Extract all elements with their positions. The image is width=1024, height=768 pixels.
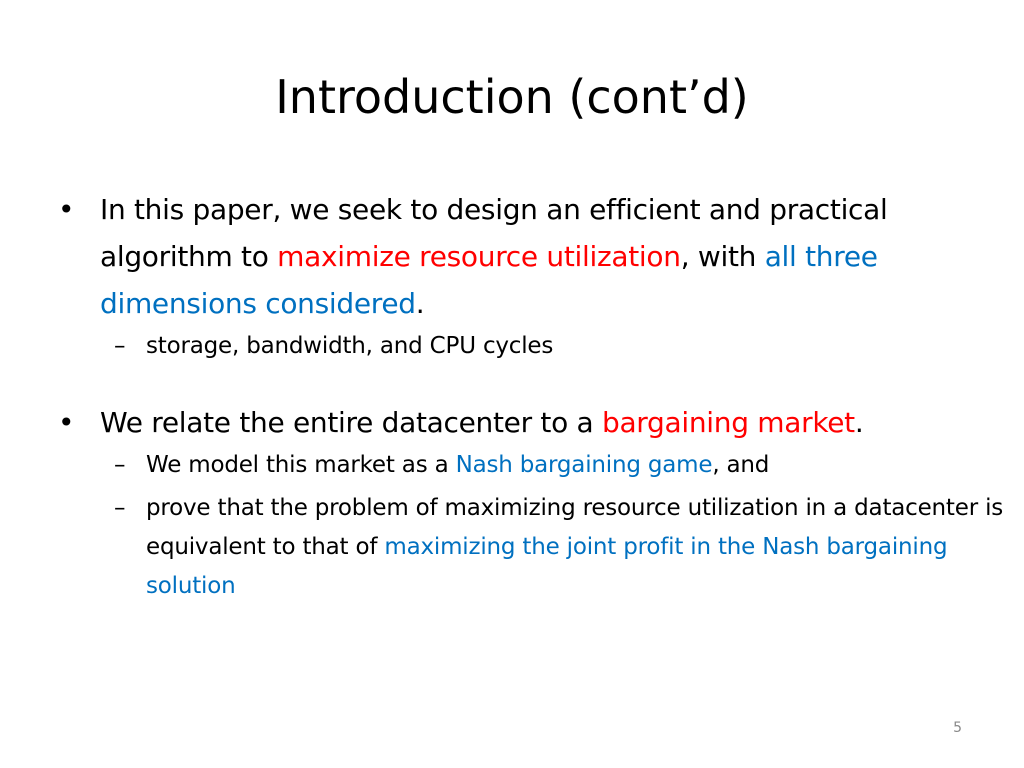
bullet-1-highlight-red: maximize resource utilization [277,240,681,273]
bullet-2-text: We relate the entire datacenter to a [100,406,602,439]
sub-item-2-1: – We model this market as a Nash bargain… [56,446,1006,485]
sub-item-2-2-text: prove that the problem of maximizing res… [146,495,1004,560]
sub-bullet-marker: – [114,452,126,478]
sub-item-1-1: – storage, bandwidth, and CPU cycles [56,327,1006,366]
sub-item-2-1-text: We model this market as a [146,452,456,478]
bullet-1-highlight-blue: all three dimensions considered [100,240,878,320]
sub-item-2-1-highlight-blue: Nash bargaining game [455,452,713,478]
bullet-2-text-2: . [854,406,864,439]
slide-content: • In this paper, we seek to design an ef… [56,186,1006,606]
spacer [56,366,1006,399]
bullet-1-text-2: , with [680,240,765,273]
bullet-1-text-3: . [415,287,425,320]
bullet-marker: • [58,406,75,439]
sub-bullet-marker: – [114,495,126,521]
sub-item-2-2: – prove that the problem of maximizing r… [56,489,1006,606]
page-number: 5 [953,720,962,736]
bullet-item-1: • In this paper, we seek to design an ef… [56,186,1006,327]
sub-item-1-1-text: storage, bandwidth, and CPU cycles [146,333,554,359]
bullet-item-2: • We relate the entire datacenter to a b… [56,399,1006,446]
bullet-2-highlight-red: bargaining market [601,406,855,439]
sub-item-2-2-highlight-blue: maximizing the joint profit in the Nash … [146,534,948,599]
bullet-marker: • [58,193,75,226]
sub-bullet-marker: – [114,333,126,359]
slide-title: Introduction (cont’d) [275,70,749,124]
bullet-1-text: In this paper, we seek to design an effi… [100,193,888,273]
sub-item-2-1-text-2: , and [712,452,770,478]
